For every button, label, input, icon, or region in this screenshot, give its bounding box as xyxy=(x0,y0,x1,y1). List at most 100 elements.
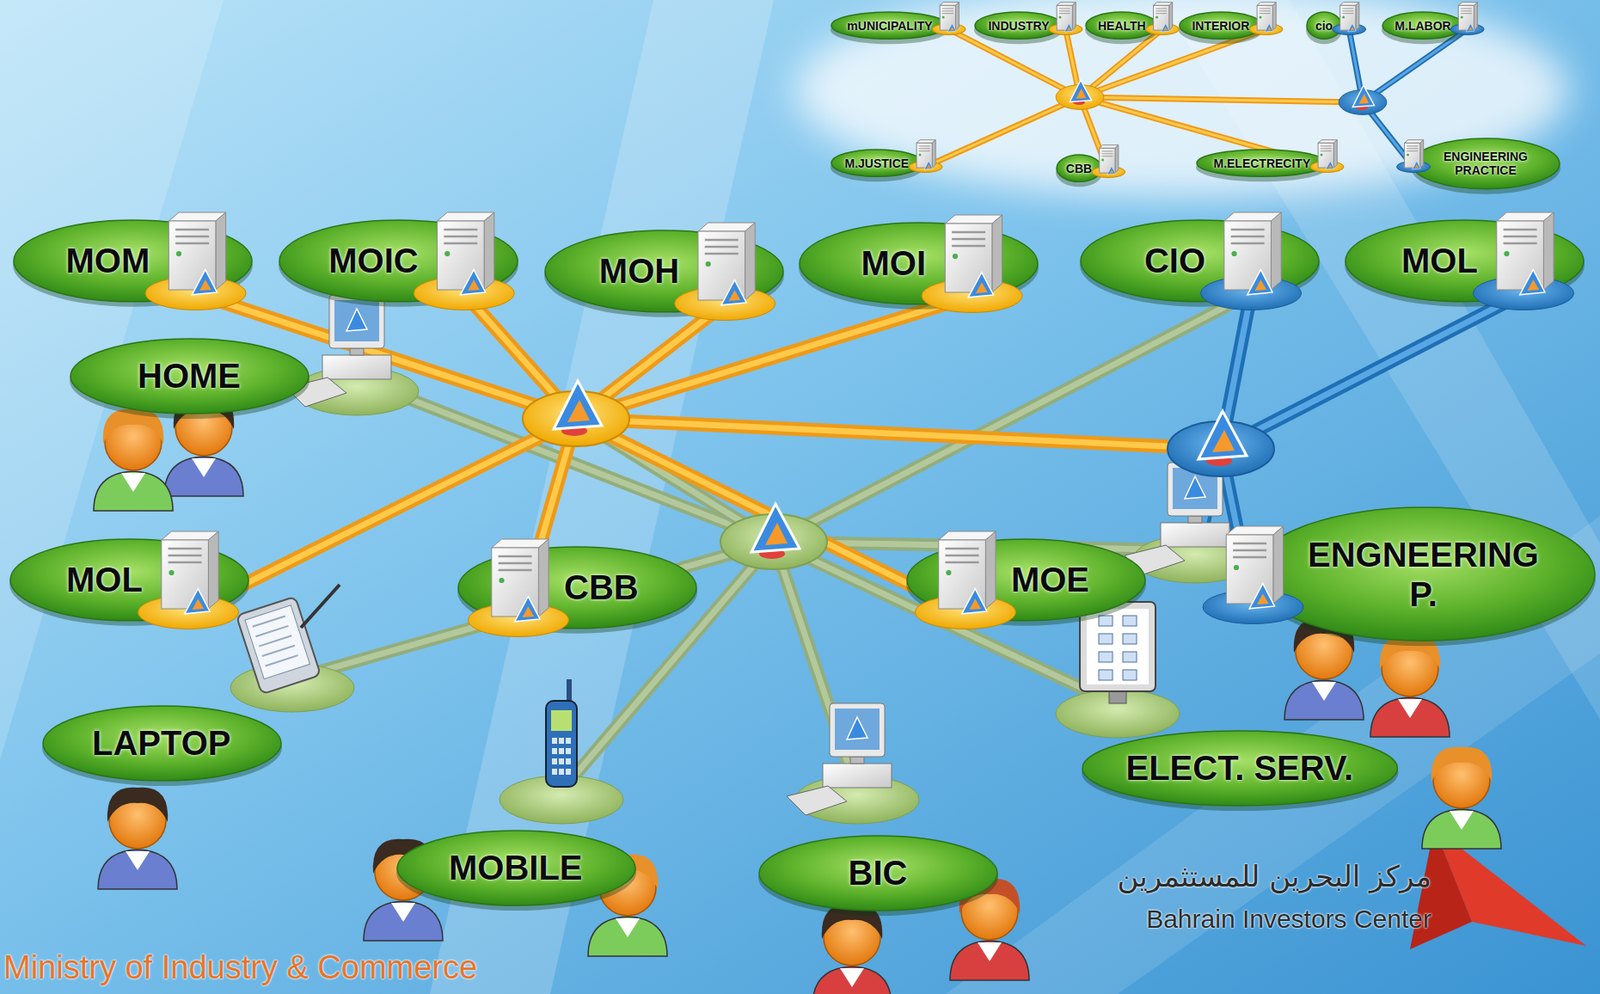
server-led xyxy=(1320,153,1324,157)
node-label: M.LABOR xyxy=(1394,18,1451,33)
node-text: CBB xyxy=(1066,161,1092,176)
phone-key xyxy=(558,758,564,765)
server-disc xyxy=(1249,24,1283,36)
server-side xyxy=(215,212,227,290)
node-ellipse xyxy=(799,222,1038,305)
network-node: MOM xyxy=(10,216,256,306)
server-top xyxy=(916,140,936,144)
server-front xyxy=(161,539,209,609)
phone-key xyxy=(558,768,564,775)
inset-ministry-node: ENGINEERING PRACTICE xyxy=(1408,134,1564,193)
node-text: ENGINEERING PRACTICE xyxy=(1429,149,1542,178)
network-hub xyxy=(1167,410,1275,477)
server-badge xyxy=(721,280,747,306)
node-label: MOL xyxy=(66,559,143,600)
tablet-line xyxy=(255,625,289,637)
server-slot xyxy=(942,10,954,12)
logo-text: مركز البحرين للمستثمرين xyxy=(1116,859,1432,894)
server-front xyxy=(1340,5,1356,31)
server-badge-inner xyxy=(199,279,212,291)
desktop-computer xyxy=(786,703,920,824)
server-badge xyxy=(1412,160,1422,170)
node-ellipse xyxy=(279,220,518,302)
monitor-stand xyxy=(349,348,364,356)
phone-key xyxy=(551,747,558,755)
server-front xyxy=(1318,142,1334,168)
server-front xyxy=(1224,220,1272,290)
node-ellipse xyxy=(1056,154,1102,182)
server-badge-inner xyxy=(521,606,534,618)
server-slot xyxy=(704,252,739,256)
server-led xyxy=(444,251,450,257)
server-icon xyxy=(1332,2,1367,36)
server-slot xyxy=(1155,12,1167,14)
node-text: M.LABOR xyxy=(1394,18,1451,33)
chart-box xyxy=(1098,669,1113,681)
node-text: INDUSTRY xyxy=(987,18,1049,33)
hub-sail-inner xyxy=(567,399,590,423)
server-disc xyxy=(413,276,515,311)
server-slot xyxy=(1460,7,1472,9)
server-slot xyxy=(945,554,980,558)
people-group xyxy=(93,394,1502,994)
person-collar xyxy=(1397,698,1423,718)
node-label: ENGNEERING P. xyxy=(1299,534,1549,614)
server-led xyxy=(176,251,182,257)
node-text: MOL xyxy=(1401,240,1478,281)
screen-logo xyxy=(346,308,368,332)
server-top xyxy=(161,531,219,540)
server-top xyxy=(1458,2,1478,7)
network-node: CBB xyxy=(454,543,700,632)
node-text: ENGNEERING P. xyxy=(1299,534,1549,614)
node-text: MOBILE xyxy=(448,847,583,888)
hub-sail xyxy=(1069,79,1092,102)
server-badge xyxy=(514,596,540,622)
server-slot xyxy=(1320,150,1332,152)
node-text: MOE xyxy=(1011,559,1090,600)
node-ellipse xyxy=(1082,730,1398,806)
screen-logo xyxy=(846,717,868,740)
node-ellipse xyxy=(458,546,697,629)
device-group xyxy=(230,294,1257,824)
network-hub xyxy=(720,503,828,570)
chart-box xyxy=(1098,615,1113,626)
inset-ministry-node: cio xyxy=(1303,8,1345,43)
monitor-screen xyxy=(834,708,880,750)
link-line xyxy=(576,418,1221,449)
computer-case xyxy=(822,763,892,788)
node-label: CIO xyxy=(1144,240,1206,281)
person-body xyxy=(1370,697,1450,737)
server-slot xyxy=(945,547,980,551)
tablet-line xyxy=(265,655,299,666)
server-icon xyxy=(1450,2,1484,36)
node-label: CBB xyxy=(563,567,639,607)
server-slot xyxy=(1155,7,1167,9)
network-hub xyxy=(1338,85,1387,115)
server-disc xyxy=(1450,24,1484,36)
hub-sail-inner xyxy=(765,522,788,546)
server-slot xyxy=(1320,145,1332,147)
server-badge xyxy=(1465,23,1475,32)
server-slot xyxy=(919,150,931,152)
node-ellipse xyxy=(70,338,309,414)
server-led xyxy=(1406,153,1410,157)
server-led xyxy=(1342,16,1345,19)
server-slot xyxy=(919,145,931,147)
person-collar xyxy=(191,458,216,478)
node-ellipse xyxy=(1411,138,1560,190)
server-side xyxy=(931,140,936,168)
tablet-line xyxy=(252,615,286,626)
server-front xyxy=(168,220,216,290)
link-line-core xyxy=(576,418,1221,449)
server-icon xyxy=(1091,145,1126,178)
node-text: CIO xyxy=(1144,240,1206,281)
node-text: MOH xyxy=(599,251,680,291)
node-text: MOIC xyxy=(328,240,418,281)
server-top xyxy=(944,214,1002,224)
network-node: ELECT. SERV. xyxy=(1078,727,1402,810)
server-badge-inner xyxy=(1526,279,1539,291)
inset-ministry-node: CBB xyxy=(1053,151,1105,185)
server-slot xyxy=(951,238,986,241)
server-disc xyxy=(914,595,1016,630)
